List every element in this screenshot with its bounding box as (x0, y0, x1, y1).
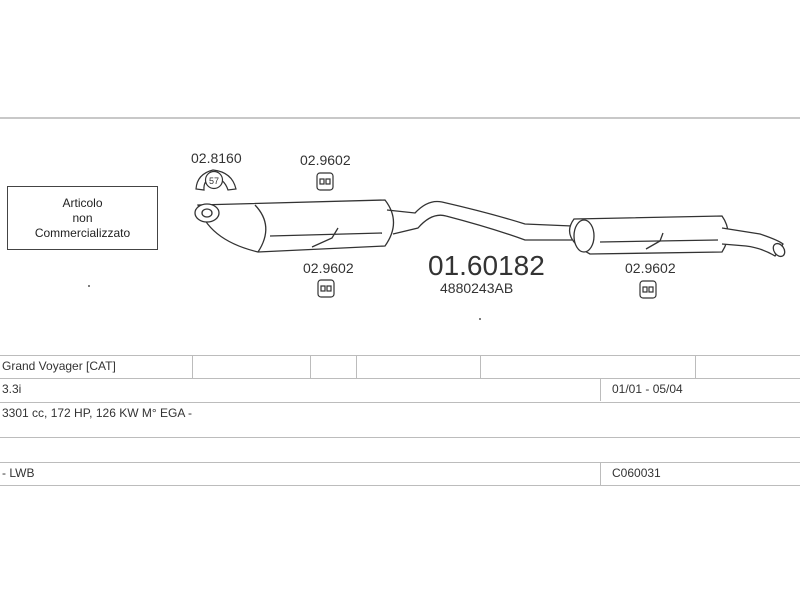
dot-mark (479, 318, 481, 320)
column-divider (480, 356, 481, 378)
oem-part-code: 4880243AB (440, 280, 513, 296)
column-divider (695, 356, 696, 378)
column-divider (192, 356, 193, 378)
note-line: Articolo (62, 195, 103, 210)
hanger-code-top: 02.9602 (300, 152, 351, 168)
table-row: 3301 cc, 172 HP, 126 KW M° EGA - (0, 402, 800, 425)
hanger-icon-bottom-left (317, 279, 335, 298)
table-row: Grand Voyager [CAT] (0, 355, 800, 378)
hanger-code-right: 02.9602 (625, 260, 676, 276)
hanger-icon-right (639, 280, 657, 299)
table-row (0, 437, 800, 460)
main-part-code: 01.60182 (428, 250, 545, 281)
rear-muffler (569, 215, 729, 255)
exhaust-diagram: 57 02.8160 02.9602 02.9602 02.9602 01.60… (0, 117, 800, 320)
column-divider (310, 356, 311, 378)
catalog-code-cell: C060031 (612, 466, 661, 480)
engine-cell: 3.3i (2, 382, 22, 396)
front-muffler (194, 199, 395, 253)
hanger-icon-top (316, 172, 334, 191)
variant-cell: - LWB (2, 466, 35, 480)
specs-cell: 3301 cc, 172 HP, 126 KW M° EGA - (2, 406, 193, 420)
note-line: Commercializzato (34, 225, 131, 240)
clamp-size-label: 57 (209, 176, 219, 186)
clamp-icon: 57 (195, 169, 237, 191)
clamp-code: 02.8160 (191, 150, 242, 166)
hanger-code-bottom-left: 02.9602 (303, 260, 354, 276)
model-cell: Grand Voyager [CAT] (2, 359, 116, 373)
table-row: 3.3i 01/01 - 05/04 (0, 378, 800, 401)
table-row: - LWB C060031 (0, 462, 800, 486)
middle-pipe (386, 200, 573, 241)
column-divider (356, 356, 357, 378)
period-cell: 01/01 - 05/04 (612, 382, 683, 396)
column-divider (600, 379, 601, 401)
note-line: non (72, 210, 93, 225)
column-divider (600, 463, 601, 485)
not-available-note: Articolo non Commercializzato (7, 186, 158, 250)
tailpipe (721, 227, 786, 258)
dot-mark (88, 285, 90, 287)
